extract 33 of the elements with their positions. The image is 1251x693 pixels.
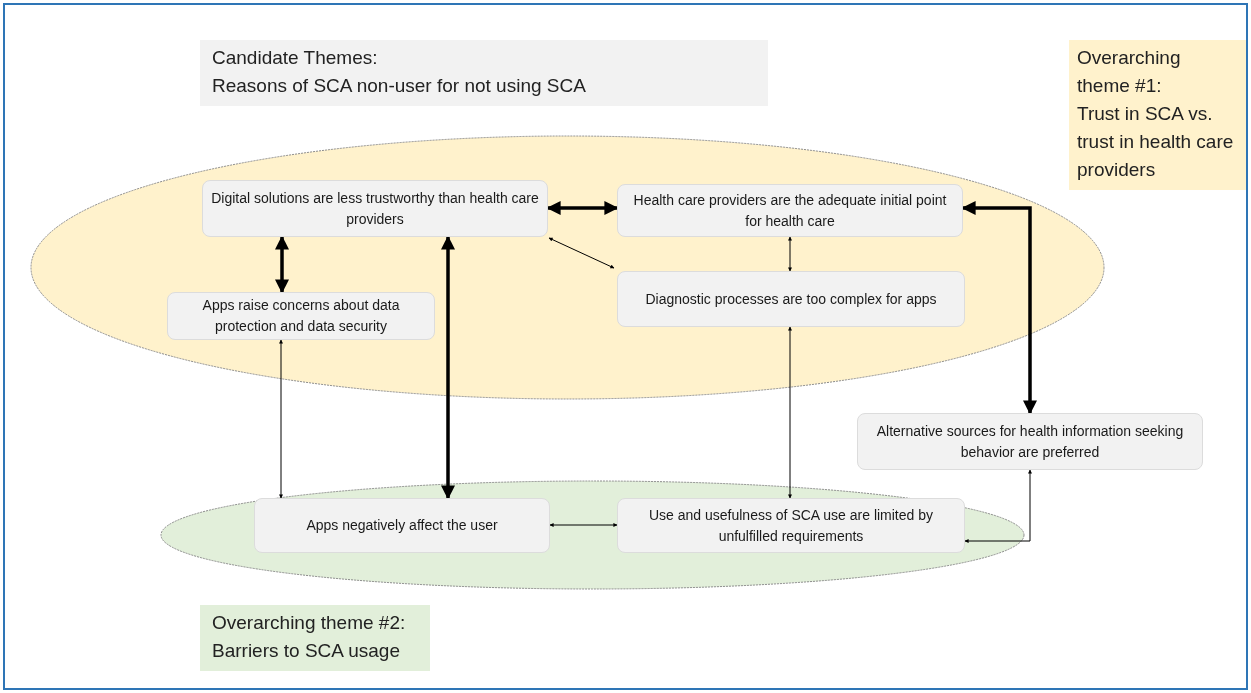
theme-heading: Candidate Themes: xyxy=(212,46,378,70)
theme-box xyxy=(200,605,430,671)
theme-box xyxy=(167,292,435,340)
theme-heading: Overarching theme #1: xyxy=(1077,46,1182,98)
double-arrow xyxy=(275,235,289,294)
theme-box xyxy=(617,271,965,327)
double-arrow xyxy=(441,235,455,500)
theme-text: Health care providers are the adequate initial point for health care xyxy=(632,190,948,231)
theme-text: Apps negatively affect the user xyxy=(306,516,498,535)
double-arrow xyxy=(546,201,619,215)
theme-text: Trust in SCA vs. trust in health care providers xyxy=(1077,102,1235,182)
double-arrow xyxy=(549,523,618,527)
theme-text: Barriers to SCA usage xyxy=(212,639,400,663)
theme-text: Apps raise concerns about data protection and data security xyxy=(201,296,401,336)
theme-text: Alternative sources for health information seeking behavior are preferred xyxy=(875,421,1185,462)
double-arrow xyxy=(788,326,792,499)
theme-text: Use and usefulness of SCA use are limited by unfulfilled requirements xyxy=(647,505,934,546)
theme-text: Reasons of SCA non-user for not using SCA xyxy=(212,74,586,98)
theme-box xyxy=(857,413,1203,470)
double-arrow xyxy=(548,237,615,269)
theme-ellipse xyxy=(160,480,1025,590)
theme-box xyxy=(202,180,548,237)
double-arrow xyxy=(279,339,283,499)
theme-text: Diagnostic processes are too complex for apps xyxy=(645,289,937,309)
theme-box xyxy=(1069,40,1246,190)
double-arrow xyxy=(964,469,1032,543)
theme-heading: Overarching theme #2: xyxy=(212,611,406,635)
double-arrow xyxy=(788,236,792,272)
double-arrow xyxy=(961,201,1037,415)
theme-text: Digital solutions are less trustworthy than health care providers xyxy=(211,188,539,229)
theme-box xyxy=(617,498,965,553)
theme-box xyxy=(254,498,550,553)
theme-box xyxy=(617,184,963,237)
